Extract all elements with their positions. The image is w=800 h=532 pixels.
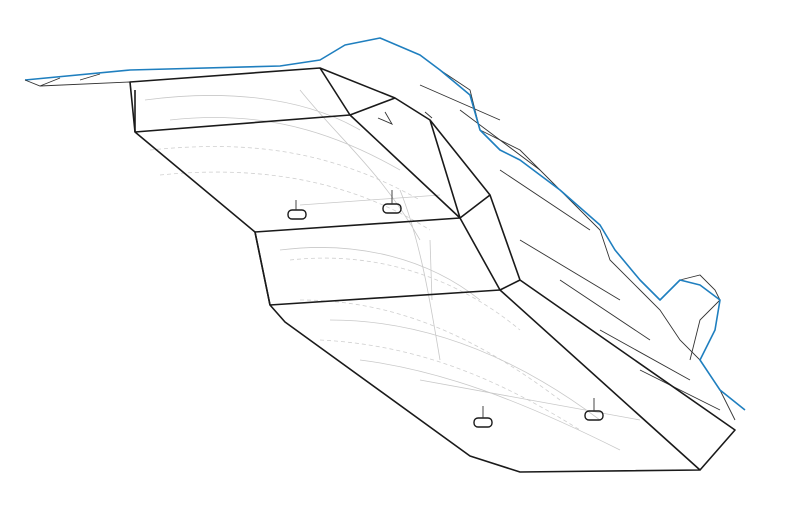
mounting-slots xyxy=(287,111,604,428)
slot xyxy=(287,209,307,220)
slot xyxy=(473,417,493,428)
top-flange xyxy=(24,73,131,87)
right-side-detail xyxy=(419,69,736,421)
silhouette-outline xyxy=(24,37,746,411)
panel-outline xyxy=(129,67,736,473)
hidden-lines xyxy=(144,89,641,451)
